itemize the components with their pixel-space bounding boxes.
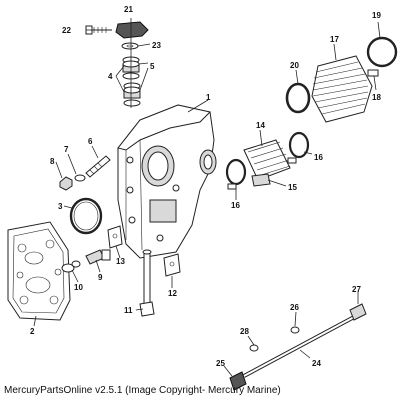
o-ring-3-drawing	[69, 197, 103, 235]
callout-4[interactable]: 4	[108, 72, 113, 81]
bellows-17-clamps-drawing	[285, 36, 398, 123]
image-copyright-caption: MercuryPartsOnline v2.5.1 (Image Copyrig…	[4, 385, 281, 396]
callout-10[interactable]: 10	[74, 283, 83, 292]
callout-13[interactable]: 13	[116, 257, 125, 266]
callout-26[interactable]: 26	[290, 303, 299, 312]
leader-lines	[33, 21, 381, 377]
callout-27[interactable]: 27	[352, 285, 361, 294]
callout-15[interactable]: 15	[288, 183, 297, 192]
shaft-11-12-drawing	[139, 249, 181, 317]
callout-19[interactable]: 19	[372, 11, 381, 20]
callout-8[interactable]: 8	[50, 157, 55, 166]
gasket-plate-drawing	[7, 221, 71, 321]
callout-5[interactable]: 5	[150, 62, 155, 71]
fitting-9-10-13-drawing	[61, 225, 123, 273]
callout-7[interactable]: 7	[64, 145, 69, 154]
callout-9[interactable]: 9	[98, 273, 103, 282]
callout-21[interactable]: 21	[124, 5, 133, 14]
callout-2[interactable]: 2	[30, 327, 35, 336]
callout-16-right[interactable]: 16	[314, 153, 323, 162]
callout-17[interactable]: 17	[330, 35, 339, 44]
main-housing-drawing	[117, 104, 217, 259]
callout-20[interactable]: 20	[290, 61, 299, 70]
callout-28[interactable]: 28	[240, 327, 249, 336]
callout-23[interactable]: 23	[152, 41, 161, 50]
callout-16-left[interactable]: 16	[231, 201, 240, 210]
callout-18[interactable]: 18	[372, 93, 381, 102]
stud-washer-nut-drawing	[59, 155, 111, 191]
rod-24-fittings-drawing	[229, 303, 367, 391]
top-stack-drawing	[85, 18, 149, 108]
callout-3[interactable]: 3	[58, 202, 63, 211]
callout-22[interactable]: 22	[62, 26, 71, 35]
callout-12[interactable]: 12	[168, 289, 177, 298]
callout-25[interactable]: 25	[216, 359, 225, 368]
callout-labels: 1 2 3 4 5 6 7 8 9 10 11 12 13 14 15 16 1…	[30, 5, 381, 368]
callout-1[interactable]: 1	[206, 93, 211, 102]
callout-14[interactable]: 14	[256, 121, 265, 130]
callout-24[interactable]: 24	[312, 359, 321, 368]
bellows-14-clamps-drawing	[225, 131, 310, 190]
callout-6[interactable]: 6	[88, 137, 93, 146]
callout-11[interactable]: 11	[124, 306, 133, 315]
